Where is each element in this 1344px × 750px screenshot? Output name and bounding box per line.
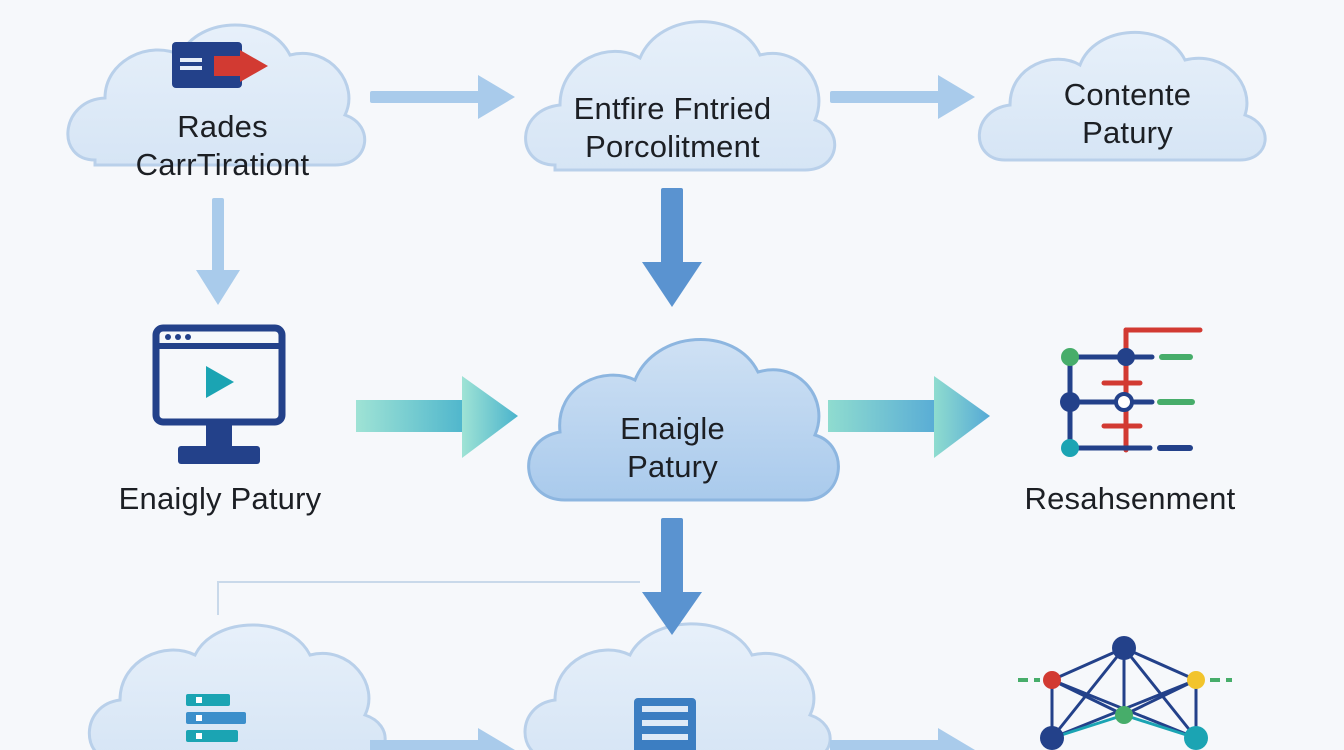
node-mid-left-text: Enaigly Patury xyxy=(118,481,322,516)
arrow-bottom-left-to-center xyxy=(370,728,515,750)
cloud-bottom-left xyxy=(87,623,387,750)
server-icon xyxy=(634,698,696,750)
arrow-top-center-down xyxy=(642,188,702,307)
video-monitor-icon xyxy=(152,324,286,464)
cloud-top-center xyxy=(524,20,837,172)
node-top-center-label: Entfire Fntried Porcolitment xyxy=(520,90,825,166)
arrow-mid-center-down xyxy=(642,518,702,635)
connector-line xyxy=(217,581,640,615)
node-top-right-line1: Contente xyxy=(1063,77,1192,112)
node-top-right-label: Contente Patury xyxy=(985,76,1270,152)
arrow-mid-center-to-right xyxy=(828,376,990,458)
arrow-top-left-to-center xyxy=(370,75,515,119)
node-mid-center-line2: Patury xyxy=(627,449,718,484)
node-mid-center-label: Enaigle Patury xyxy=(540,410,805,486)
node-top-left-line1: Rades xyxy=(177,109,268,144)
arrow-mid-left-to-center xyxy=(356,376,518,458)
node-top-center-line2: Porcolitment xyxy=(585,129,760,164)
flowchart-icon xyxy=(1060,327,1203,457)
node-mid-left-label: Enaigly Patury xyxy=(70,480,370,518)
node-top-left-line2: CarrTirationt xyxy=(135,147,310,182)
cloud-bottom-center xyxy=(523,622,832,750)
arrow-top-left-down xyxy=(196,198,240,305)
node-top-right-line2: Patury xyxy=(1082,115,1173,150)
network-graph-icon xyxy=(1018,636,1232,750)
node-top-left-label: Rades CarrTirationt xyxy=(80,108,365,184)
arrow-top-center-to-right xyxy=(830,75,975,119)
cloud-mid-center xyxy=(527,338,840,502)
node-mid-right-text: Resahsenment xyxy=(1024,481,1236,516)
cloud-top-right xyxy=(977,30,1267,162)
cloud-top-left xyxy=(66,23,367,167)
arrow-bottom-center-to-right xyxy=(830,728,975,750)
database-list-icon xyxy=(186,694,246,742)
presentation-icon xyxy=(172,42,268,88)
node-mid-center-line1: Enaigle xyxy=(620,411,725,446)
node-mid-right-label: Resahsenment xyxy=(985,480,1275,518)
node-top-center-line1: Entfire Fntried xyxy=(573,91,772,126)
